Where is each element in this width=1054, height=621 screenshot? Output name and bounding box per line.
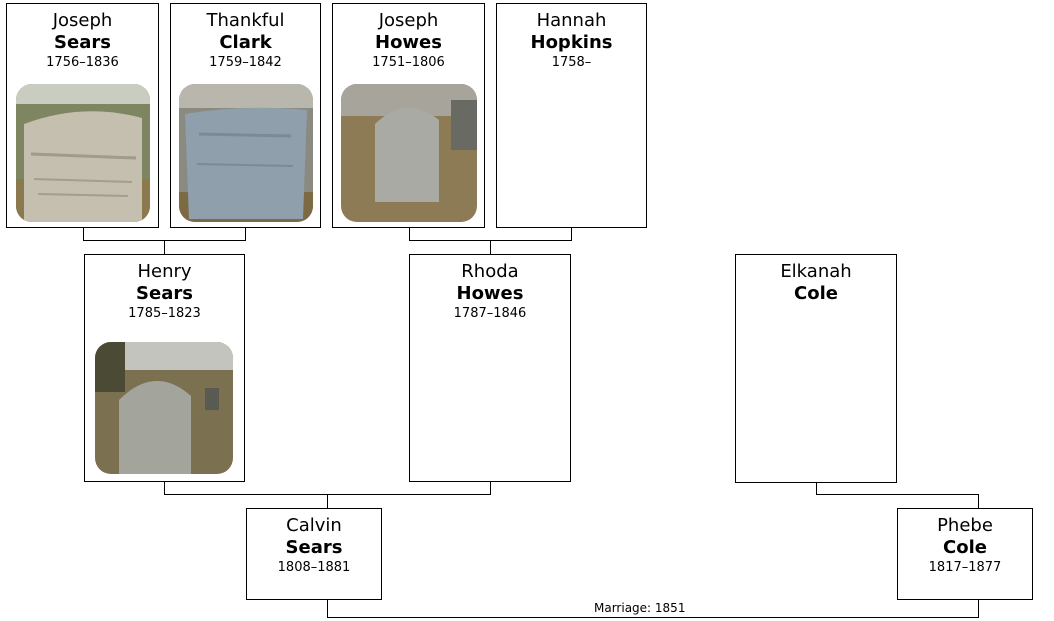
given-name: Thankful [206,10,285,31]
life-dates: 1817–1877 [928,560,1002,575]
person-card-calvin-sears[interactable]: Calvin Sears 1808–1881 [246,508,382,600]
life-dates: 1787–1846 [453,306,527,321]
connector-line [327,494,328,508]
connector-line [409,228,410,240]
surname: Sears [54,32,111,53]
connector-line [164,240,165,254]
person-card-elkanah-cole[interactable]: Elkanah Cole [735,254,897,483]
given-name: Elkanah [780,261,852,282]
life-dates: 1785–1823 [128,306,201,321]
given-name: Joseph [378,10,439,31]
given-name: Calvin [286,515,342,536]
given-name: Hannah [536,10,607,31]
connector-line [490,482,491,494]
person-card-phebe-cole[interactable]: Phebe Cole 1817–1877 [897,508,1033,600]
life-dates: 1751–1806 [372,55,445,70]
marriage-label: Marriage: 1851 [594,601,686,615]
given-name: Joseph [52,10,113,31]
life-dates: 1758– [551,55,592,70]
surname: Howes [456,283,524,304]
surname: Sears [136,283,193,304]
connector-line [245,228,246,240]
surname: Sears [285,537,343,558]
connector-line [816,494,979,495]
surname: Howes [375,32,442,53]
gravestone-photo[interactable] [179,84,313,222]
person-card-hannah-hopkins[interactable]: Hannah Hopkins 1758– [496,3,647,228]
given-name: Rhoda [461,261,519,282]
person-card-rhoda-howes[interactable]: Rhoda Howes 1787–1846 [409,254,571,482]
life-dates: 1808–1881 [277,560,351,575]
gravestone-photo[interactable] [16,84,150,222]
person-card-joseph-sears[interactable]: Joseph Sears 1756–1836 [6,3,159,228]
connector-line [816,483,817,494]
connector-line [978,494,979,508]
connector-line [490,240,491,254]
connector-line [571,228,572,240]
gravestone-photo[interactable] [95,342,233,474]
surname: Cole [794,283,838,304]
surname: Hopkins [530,32,613,53]
given-name: Henry [137,261,192,282]
marriage-connector-line [327,617,979,618]
surname: Clark [219,32,272,53]
connector-line [164,482,165,494]
life-dates: 1756–1836 [46,55,119,70]
surname: Cole [943,537,987,558]
gravestone-photo[interactable] [341,84,477,222]
connector-line [83,228,84,240]
given-name: Phebe [937,515,993,536]
marriage-connector-line [327,600,328,617]
person-card-thankful-clark[interactable]: Thankful Clark 1759–1842 [170,3,321,228]
life-dates: 1759–1842 [209,55,282,70]
person-card-henry-sears[interactable]: Henry Sears 1785–1823 [84,254,245,482]
person-card-joseph-howes[interactable]: Joseph Howes 1751–1806 [332,3,485,228]
marriage-connector-line [978,600,979,617]
